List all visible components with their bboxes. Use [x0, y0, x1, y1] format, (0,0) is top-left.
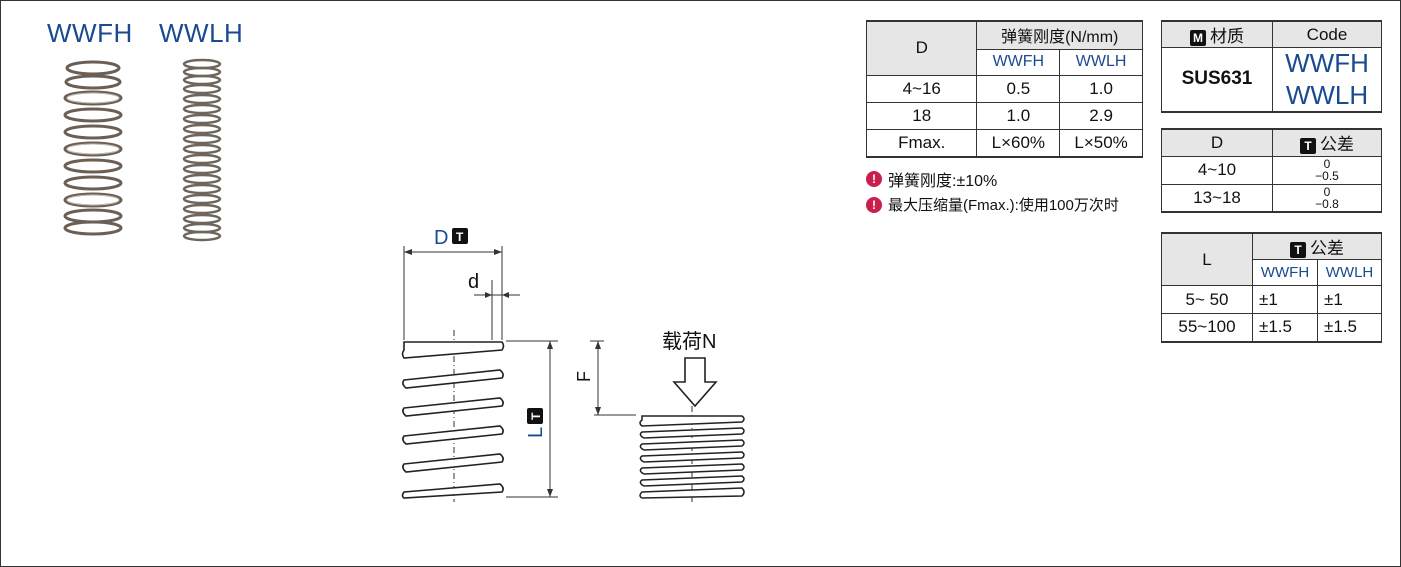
rate-row-d: 18 — [865, 101, 978, 130]
rate-row-wwfh: 1.0 — [976, 101, 1061, 130]
note-spring-rate: ! 弹簧刚度:±10% — [866, 167, 997, 191]
tolerance-badge-icon: T — [1300, 137, 1316, 154]
rate-row-wwfh: 0.5 — [976, 74, 1061, 103]
dimension-d-label: D — [434, 227, 448, 249]
d-tol-row-value: 0−0.8 — [1272, 183, 1382, 213]
d-tol-row-d: 4~10 — [1161, 155, 1273, 185]
svg-text:T: T — [456, 230, 464, 244]
rate-row-d: Fmax. — [865, 128, 978, 158]
rate-row-wwlh: 2.9 — [1059, 101, 1143, 130]
tolerance-badge-icon — [452, 228, 468, 244]
load-arrow-icon — [672, 357, 718, 408]
d-tol-row-value: 0−0.5 — [1272, 155, 1382, 185]
code-head: Code — [1272, 20, 1382, 48]
spring-rate-table: D 弹簧刚度(N/mm) WWFH WWLH 4~16 0.5 1.0 18 1… — [865, 20, 1143, 158]
l-tol-row-wwlh: ±1 — [1317, 285, 1382, 314]
material-value: SUS631 — [1161, 47, 1273, 113]
dimension-wire-label: d — [468, 271, 479, 293]
l-tol-head-l: L — [1161, 232, 1253, 286]
l-tol-row-wwfh: ±1.5 — [1251, 313, 1319, 343]
l-tol-head-wwlh: WWLH — [1317, 259, 1382, 286]
load-label: 载荷N — [662, 330, 716, 353]
product-code-wwlh: WWLH — [159, 18, 244, 48]
rate-head-wwfh: WWFH — [976, 48, 1061, 76]
material-code-wwfh: WWFH — [1272, 47, 1382, 80]
rate-head-rate: 弹簧刚度(N/mm) — [976, 20, 1143, 50]
rate-row-d: 4~16 — [865, 74, 978, 103]
rate-row-wwlh: 1.0 — [1059, 74, 1143, 103]
material-badge-icon: M — [1190, 29, 1206, 46]
l-tol-row-wwlh: ±1.5 — [1317, 313, 1382, 343]
rate-row-wwlh: L×50% — [1059, 128, 1143, 158]
tolerance-badge-icon: T — [1290, 241, 1306, 258]
dimension-f-label: F — [574, 371, 594, 382]
d-tol-head-d: D — [1161, 128, 1273, 157]
svg-text:T: T — [529, 412, 543, 420]
rate-head-d: D — [865, 20, 978, 76]
rate-row-wwfh: L×60% — [976, 128, 1061, 158]
spring-photo-wwlh — [182, 58, 222, 242]
dimension-l-label: L — [525, 427, 547, 438]
rate-head-wwlh: WWLH — [1059, 48, 1143, 76]
note-max-compression: ! 最大压缩量(Fmax.):使用100万次时 — [866, 194, 1119, 215]
spring-photo-wwfh — [63, 60, 123, 236]
material-code-wwlh: WWLH — [1272, 79, 1382, 113]
warning-icon: ! — [866, 171, 882, 187]
l-tol-head-wwfh: WWFH — [1251, 259, 1319, 286]
spring-dimension-diagram: D T d L T F 载荷N — [401, 227, 745, 502]
warning-icon: ! — [866, 196, 882, 213]
d-tol-row-d: 13~18 — [1161, 183, 1273, 213]
l-tol-row-wwfh: ±1 — [1251, 285, 1319, 314]
l-tol-row-l: 5~ 50 — [1161, 285, 1253, 314]
product-code-wwfh: WWFH — [47, 18, 133, 48]
l-tol-row-l: 55~100 — [1161, 313, 1253, 343]
